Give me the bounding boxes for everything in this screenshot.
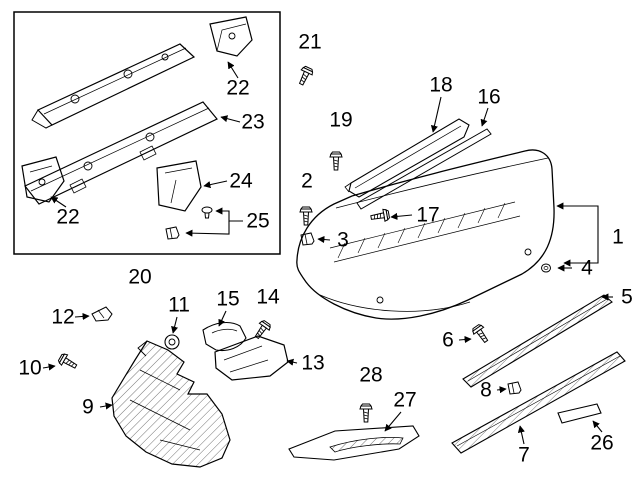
bolt-2 [299,206,313,226]
callout-25[interactable]: 25 [246,209,270,233]
callout-23[interactable]: 23 [241,110,265,134]
callout-5[interactable]: 5 [621,285,633,309]
callout-28[interactable]: 28 [359,363,383,387]
clip-12 [91,306,113,322]
bracket-15 [202,321,247,352]
seal-strip [356,128,492,210]
wheel-arch-liner [111,340,231,468]
callout-10[interactable]: 10 [18,356,42,380]
lower-trim-strip [451,351,626,454]
leader-12 [74,312,90,321]
leader-25-bottom [185,221,230,237]
callout-12[interactable]: 12 [51,305,75,329]
callout-15[interactable]: 15 [216,287,240,311]
callout-17[interactable]: 17 [416,203,440,227]
callout-20[interactable]: 20 [128,265,152,289]
push-nut [201,206,213,219]
callout-21[interactable]: 21 [298,30,322,54]
leader-lines [42,61,613,445]
callout-1[interactable]: 1 [612,225,624,249]
leader-26 [592,420,603,433]
mount-bracket-end [156,160,202,212]
leader-3 [317,235,331,244]
screw-10 [56,351,80,373]
callout-3[interactable]: 3 [337,228,349,252]
callout-26[interactable]: 26 [590,431,614,455]
plug [541,263,551,273]
reflector [288,425,420,461]
bumper-cover [296,149,555,320]
side-bracket [214,335,289,381]
callout-6[interactable]: 6 [442,328,454,352]
mount-bracket-left [21,156,65,203]
callout-16[interactable]: 16 [477,85,501,109]
inset-box [13,11,281,255]
leader-25-top [215,207,243,222]
screw-6 [470,322,492,346]
callout-18[interactable]: 18 [429,73,453,97]
leader-8 [496,386,507,394]
bolt-28 [359,403,373,423]
leader-18 [430,96,442,133]
callout-22-top[interactable]: 22 [226,76,250,100]
callout-24[interactable]: 24 [229,169,253,193]
leader-6 [458,335,472,344]
grommet [164,334,180,350]
leader-24 [203,180,228,189]
impact-bar-upper [31,43,196,129]
callout-14[interactable]: 14 [256,285,280,309]
leader-27 [384,411,402,432]
leader-16 [480,107,489,127]
callout-13[interactable]: 13 [301,351,325,375]
bolt-17 [369,208,391,224]
callout-7[interactable]: 7 [518,443,530,467]
leader-13 [286,358,298,366]
callout-2[interactable]: 2 [301,169,313,193]
leader-1 [556,202,599,267]
callout-8[interactable]: 8 [480,378,492,402]
trim-piece [557,403,602,424]
upper-trim-strip [462,294,613,388]
callout-19[interactable]: 19 [329,108,353,132]
callout-27[interactable]: 27 [393,388,417,412]
leader-7 [517,425,525,445]
bolt-21 [295,64,315,88]
clip-8 [507,381,522,395]
leader-10 [42,363,56,371]
leader-23 [220,115,241,123]
callout-22-left[interactable]: 22 [56,205,80,229]
impact-strip [344,118,470,198]
leader-17 [390,212,413,220]
callout-9[interactable]: 9 [82,395,94,419]
leader-22a [227,61,239,79]
leader-11 [171,316,179,334]
leader-22b [50,196,67,208]
impact-bar [24,101,218,205]
leader-15 [218,310,227,327]
bolt-19 [329,151,343,171]
mount-bracket-upper [209,16,253,57]
retainer-clip [165,226,180,240]
callout-11[interactable]: 11 [168,293,190,317]
leader-9 [99,402,113,410]
callout-4[interactable]: 4 [581,256,593,280]
